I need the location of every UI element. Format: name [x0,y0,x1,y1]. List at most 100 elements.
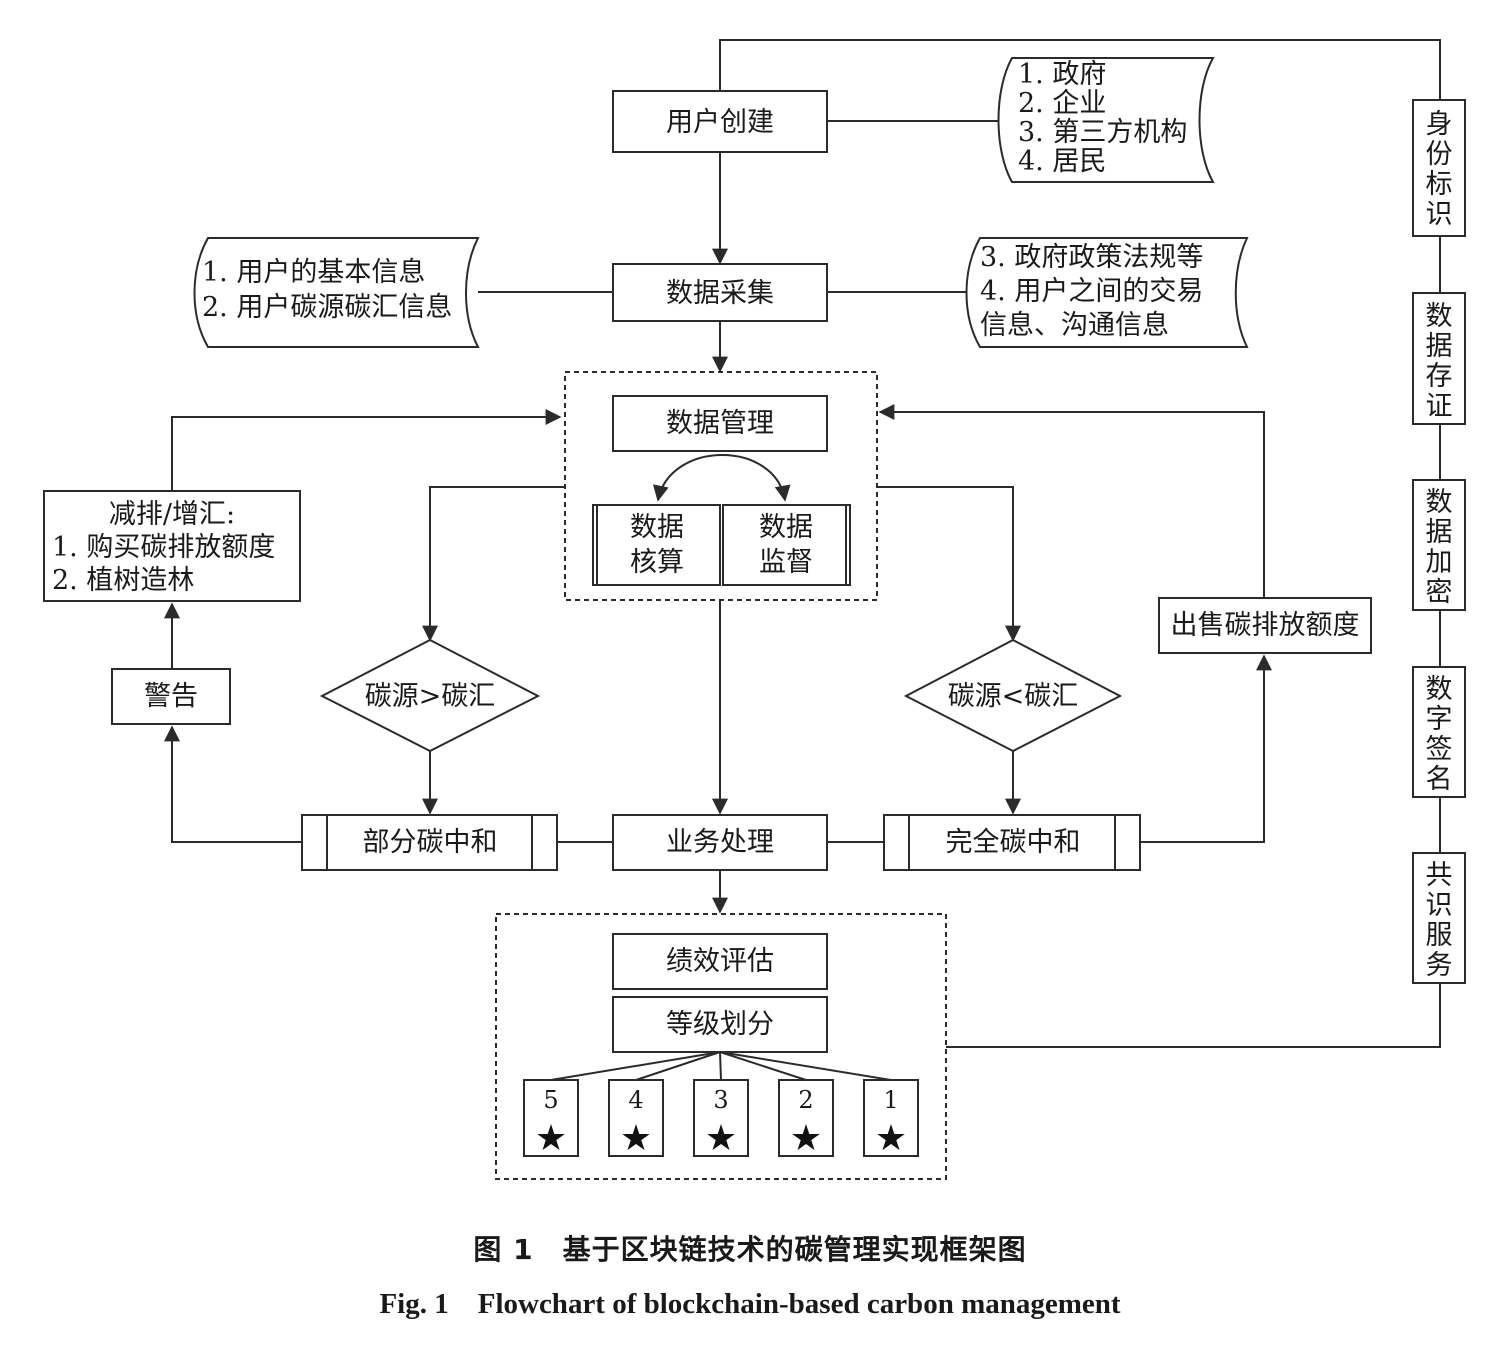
bottom-loop-line [946,983,1441,1048]
svg-text:警告: 警告 [144,681,198,712]
svg-text:名: 名 [1426,764,1453,795]
svg-text:4: 4 [628,1086,643,1114]
svg-text:3. 第三方机构: 3. 第三方机构 [1018,117,1187,148]
node-performance: 绩效评估 [612,933,828,990]
grade-link [635,1051,721,1081]
svg-text:1. 政府: 1. 政府 [1018,59,1106,90]
svg-text:务: 务 [1426,950,1453,981]
svg-text:2: 2 [798,1086,813,1114]
svg-text:据: 据 [1426,517,1453,548]
svg-text:1. 购买碳排放额度: 1. 购买碳排放额度 [52,532,275,563]
node-data-supervise: 数据 监督 [722,504,851,586]
grade-card-4: 4 ★ [608,1079,664,1159]
svg-text:5: 5 [543,1086,558,1114]
svg-text:数据: 数据 [759,512,813,543]
sidebar-data-storage: 数 据 存 证 [1412,292,1466,425]
svg-text:1. 用户的基本信息: 1. 用户的基本信息 [202,257,425,288]
arc-arrow [653,454,791,502]
svg-text:监督: 监督 [759,547,813,578]
svg-text:核算: 核算 [630,547,684,578]
node-business: 业务处理 [612,814,828,871]
svg-text:部分碳中和: 部分碳中和 [363,827,498,858]
node-partial-neutral: 部分碳中和 [301,814,558,871]
figure-caption-english: Fig. 1 Flowchart of blockchain-based car… [379,1288,1121,1320]
svg-text:2. 植树造林: 2. 植树造林 [52,565,194,596]
svg-text:出售碳排放额度: 出售碳排放额度 [1171,610,1360,641]
svg-text:数: 数 [1426,487,1453,518]
svg-text:数: 数 [1426,301,1453,332]
node-full-neutral: 完全碳中和 [883,814,1141,871]
svg-text:3. 政府政策法规等: 3. 政府政策法规等 [980,242,1203,273]
grade-card-2: 2 ★ [778,1079,834,1159]
left-loop-line [171,409,562,490]
sidebar-data-encryption: 数 据 加 密 [1412,479,1466,611]
arrow-to-right-diamond [877,486,1021,642]
svg-text:数据管理: 数据管理 [666,408,774,439]
node-grading: 等级划分 [612,996,828,1053]
svg-text:识: 识 [1426,890,1453,921]
svg-text:加: 加 [1426,547,1453,578]
data-management-group [564,371,878,601]
svg-text:识: 识 [1426,199,1453,230]
svg-text:绩效评估: 绩效评估 [666,946,774,977]
svg-text:减排/增汇:: 减排/增汇: [109,499,235,530]
node-data-manage: 数据管理 [612,395,828,452]
svg-text:等级划分: 等级划分 [666,1009,774,1040]
grade-link [719,1051,722,1081]
star-icon: ★ [790,1118,822,1159]
figure-caption-chinese: 图 1 基于区块链技术的碳管理实现框架图 [473,1233,1027,1266]
node-warning: 警告 [111,668,231,725]
svg-text:3: 3 [713,1086,728,1114]
decision-source-gt-sink: 碳源>碳汇 [319,638,541,753]
arrow-full-sell [1140,654,1272,843]
star-icon: ★ [705,1118,737,1159]
svg-text:份: 份 [1426,139,1453,170]
svg-text:数: 数 [1426,674,1453,705]
right-loop-line [878,404,1265,597]
svg-text:2. 企业: 2. 企业 [1018,88,1106,119]
node-data-accounting: 数据 核算 [592,504,721,586]
svg-text:服: 服 [1426,920,1453,951]
svg-text:标: 标 [1426,169,1453,200]
svg-text:存: 存 [1426,361,1453,392]
grade-card-1: 1 ★ [863,1079,919,1159]
svg-text:1: 1 [883,1086,898,1114]
svg-text:身: 身 [1426,109,1453,140]
evaluation-group [495,913,947,1180]
star-icon: ★ [535,1118,567,1159]
svg-text:数据: 数据 [630,512,684,543]
grade-link [719,1051,892,1081]
node-collect-right-info: 3. 政府政策法规等 4. 用户之间的交易 信息、沟通信息 [965,237,1249,348]
svg-text:据: 据 [1426,331,1453,362]
star-icon: ★ [875,1118,907,1159]
node-user-types: 1. 政府 2. 企业 3. 第三方机构 4. 居民 [997,57,1215,183]
grade-card-3: 3 ★ [693,1079,749,1159]
svg-text:共: 共 [1426,860,1453,891]
svg-text:用户创建: 用户创建 [666,107,774,138]
top-loop-line [719,39,1441,100]
grade-link [550,1051,721,1081]
arrow-partial-warning [164,725,302,843]
svg-text:2. 用户碳源碳汇信息: 2. 用户碳源碳汇信息 [202,292,452,323]
star-icon: ★ [620,1118,652,1159]
sidebar-consensus-service: 共 识 服 务 [1412,852,1466,984]
svg-text:4. 居民: 4. 居民 [1018,146,1106,177]
sidebar-identity: 身 份 标 识 [1412,99,1466,237]
svg-text:业务处理: 业务处理 [666,827,774,858]
grade-link [719,1051,807,1081]
flowchart-canvas: 用户创建 1. 政府 2. 企业 3. 第三方机构 4. 居民 数据采集 1. … [43,39,1466,1180]
svg-text:证: 证 [1426,391,1453,422]
svg-text:完全碳中和: 完全碳中和 [946,827,1081,858]
node-data-collect: 数据采集 [612,263,828,322]
node-sell-quota: 出售碳排放额度 [1158,597,1372,654]
svg-text:信息、沟通信息: 信息、沟通信息 [980,310,1169,341]
node-reduce-emission: 减排/增汇: 1. 购买碳排放额度 2. 植树造林 [43,490,301,602]
svg-text:碳源>碳汇: 碳源>碳汇 [365,681,496,712]
svg-text:碳源<碳汇: 碳源<碳汇 [948,681,1079,712]
svg-text:4. 用户之间的交易: 4. 用户之间的交易 [980,276,1203,307]
node-collect-left-info: 1. 用户的基本信息 2. 用户碳源碳汇信息 [193,237,480,348]
arrow-to-left-diamond [422,486,565,642]
svg-text:字: 字 [1426,704,1453,735]
node-user-create: 用户创建 [612,90,828,153]
svg-text:密: 密 [1426,577,1453,608]
